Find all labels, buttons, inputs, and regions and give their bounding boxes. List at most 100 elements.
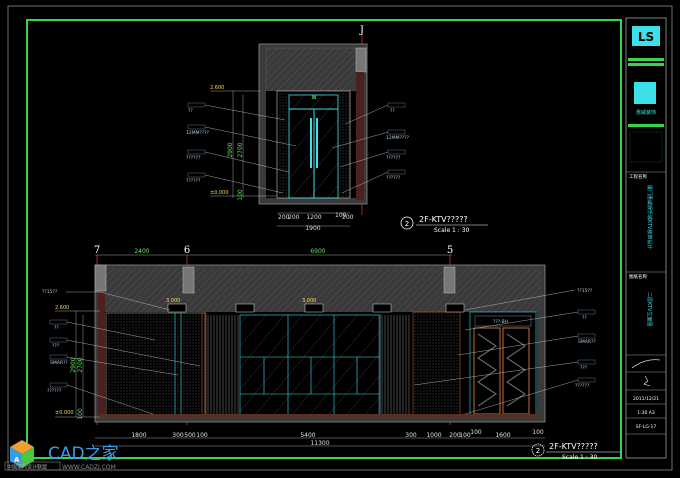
project-name: 厦门惠威娱乐城KTV装饰设计: [646, 185, 653, 249]
detail-index-circle: [531, 443, 545, 457]
designer-signature: [631, 359, 661, 369]
callouts-left: ?? 12MM???? ?????? ??????: [186, 102, 297, 194]
watermark-brand: CAD之家: [48, 444, 119, 464]
fabric-wall-panel-left: [105, 312, 206, 416]
dim-bottom-1: 1800: [131, 432, 146, 439]
watermark-url: WWW.CADZJ.COM: [62, 464, 116, 471]
level-ceiling-2: 3.000: [302, 298, 316, 304]
dim-bottom-11: 1600: [495, 432, 510, 439]
cabinet-label: ???-BH: [493, 319, 508, 325]
svg-text:??????: ??????: [186, 178, 201, 184]
callouts-left: ??15?? ?? ??? SMAR?? ??????: [42, 289, 201, 415]
svg-text:??15??: ??15??: [42, 289, 58, 295]
upper-elevation: J ⊠ 2.600 ±0.000 2900 2700 100 ?? 12: [186, 25, 488, 234]
project-label: 工程名称: [629, 173, 647, 180]
svg-text:???: ???: [580, 365, 588, 371]
drawing-label: 图纸名称: [629, 273, 647, 280]
svg-text:12MM????: 12MM????: [186, 130, 210, 136]
dim-bottom-2: 300: [172, 432, 184, 439]
dim-bottom-10: 100: [470, 429, 482, 436]
dim-total-width: 11300: [310, 440, 329, 447]
dim-height-base: 100: [77, 408, 84, 420]
level-top: 2.600: [55, 305, 69, 311]
svg-text:A: A: [14, 456, 20, 464]
dim-bottom-9: 100: [459, 432, 471, 439]
axis-label-7: 7: [94, 245, 100, 256]
axis-label-j: J: [359, 25, 364, 36]
dim-height-base: 100: [237, 189, 244, 201]
cad-cube-logo-icon: A: [10, 440, 34, 468]
level-ceiling-1: 3.000: [166, 298, 180, 304]
curtain-right: [378, 315, 410, 415]
outer-frame: [7, 5, 673, 471]
company-name: 惠威装饰: [636, 109, 656, 116]
svg-text:??: ??: [54, 325, 59, 331]
dim-bottom-4: 100: [196, 432, 208, 439]
company-logo: [632, 26, 660, 46]
door-handle-left: [310, 118, 312, 168]
drawing-name: 二层KTV立面图: [646, 292, 653, 326]
column-7: [94, 264, 107, 292]
dim-axis-6-5: 6900: [310, 248, 325, 255]
svg-text:⊠: ⊠: [311, 94, 316, 101]
dim-bottom-12: 100: [532, 429, 544, 436]
svg-text:??????: ??????: [47, 388, 62, 394]
dim-height-total: 2900: [70, 357, 77, 372]
svg-text:???: ???: [52, 343, 60, 349]
column-5: [443, 266, 456, 294]
svg-text:SMAR??: SMAR??: [578, 339, 596, 345]
fabric-wall-panel-right: [412, 311, 461, 416]
company-emblem-icon: [634, 82, 656, 104]
dim-bottom-6: 300: [405, 432, 417, 439]
dim-bottom-5: 5400: [300, 432, 315, 439]
svg-text:SMAR??: SMAR??: [50, 360, 68, 366]
drawing-frame: [26, 19, 622, 459]
drawing-number: SF-LG-17: [636, 424, 657, 430]
glass-window-wall: [239, 314, 381, 416]
dim-height-total: 2900: [227, 142, 234, 157]
elevation-title: 2F-KTV?????: [419, 215, 468, 224]
dim-bottom-8: 200: [449, 432, 461, 439]
door-handle-right: [316, 118, 318, 168]
level-floor: ±0.000: [210, 190, 229, 196]
elevation-scale: Scale 1 : 30: [562, 454, 598, 461]
dim-height-door: 2700: [237, 142, 244, 157]
level-top: 2.600: [210, 85, 224, 91]
detail-index: 2: [405, 220, 409, 228]
svg-text:??????: ??????: [386, 175, 401, 181]
watermark-tag: 中国室内设计联盟: [7, 464, 47, 471]
dim-bottom-4: 100: [335, 212, 347, 219]
dim-bottom-5: 200: [342, 214, 354, 221]
elevation-scale: Scale 1 : 30: [434, 227, 470, 234]
logo-text: LS: [638, 30, 654, 44]
dim-bottom-3: 1200: [306, 214, 321, 221]
dim-bottom-3: 500: [184, 432, 196, 439]
column-6: [182, 266, 195, 294]
drawing-scale: 1:30 A3: [637, 410, 655, 416]
dim-axis-7-6: 2400: [134, 248, 149, 255]
svg-text:??: ??: [390, 108, 395, 114]
svg-text:??: ??: [188, 108, 193, 114]
callouts-right: ?? 12MM???? ?????? ??????: [331, 102, 410, 194]
dim-total-width: 1900: [305, 225, 320, 232]
elevation-title: 2F-KTV?????: [549, 442, 598, 451]
svg-text:??: ??: [582, 315, 587, 321]
drawing-date: 2011/12/21: [633, 396, 659, 402]
svg-text:??????: ??????: [575, 383, 590, 389]
detail-index-circle: [400, 216, 414, 230]
axis-label-6: 6: [184, 245, 190, 256]
curtain-left: [206, 315, 240, 415]
dim-bottom-1: 200: [278, 214, 290, 221]
checker-signature: [643, 375, 651, 387]
level-floor: ±0.000: [55, 410, 74, 416]
svg-text:??????: ??????: [386, 155, 401, 161]
detail-index: 2: [536, 447, 540, 455]
svg-text:??15??: ??15??: [577, 288, 593, 294]
dim-height-wall: 2700: [77, 357, 84, 372]
lower-elevation: 7 6 5 2400 6900 3.000 3.000: [42, 245, 620, 461]
dim-bottom-2: 200: [288, 214, 300, 221]
title-block: LS 惠威装饰 工程名称 厦门惠威娱乐城KTV装饰设计 图纸名称 二层KTV立面…: [625, 17, 667, 459]
svg-text:??????: ??????: [186, 155, 201, 161]
svg-text:12MM????: 12MM????: [386, 135, 410, 141]
